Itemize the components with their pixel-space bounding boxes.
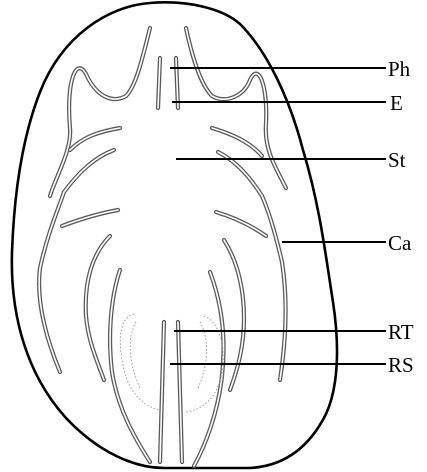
label-ph: Ph — [388, 57, 411, 81]
label-rs: RS — [388, 353, 414, 377]
label-e: E — [390, 91, 403, 115]
label-rt: RT — [388, 320, 414, 344]
label-ca: Ca — [388, 231, 412, 255]
label-st: St — [388, 148, 406, 172]
canal-network — [39, 28, 286, 466]
body-outline — [12, 2, 337, 468]
